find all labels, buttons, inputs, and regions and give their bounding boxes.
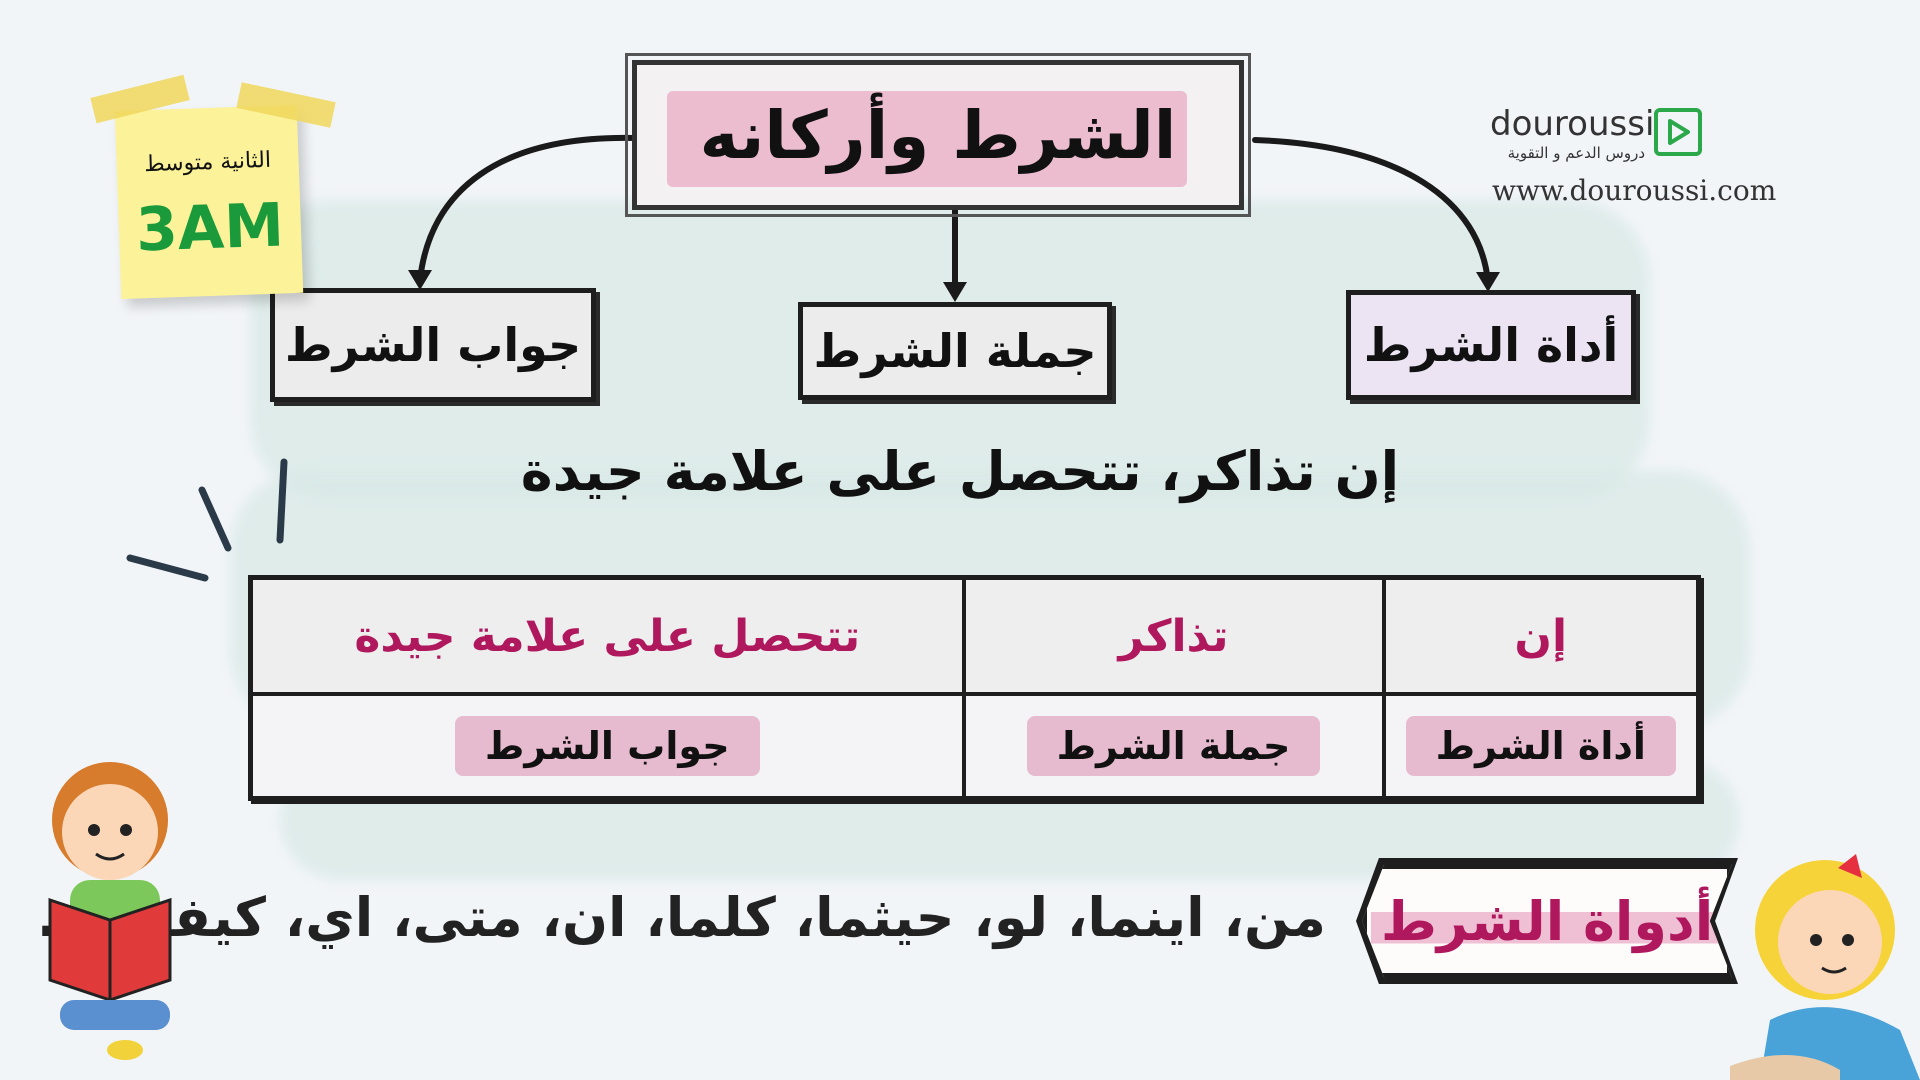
tool-label: أداة الشرط [1363,318,1619,372]
brand-url: www.douroussi.com [1492,174,1777,207]
sticky-note: الثانية متوسط 3AM [114,104,304,300]
page-title: الشرط وأركانه [699,96,1177,174]
boy-reading-illustration [48,762,172,1060]
title-box: الشرط وأركانه [625,53,1251,217]
girl-illustration [1730,854,1920,1080]
brand-logo: douroussi دروس الدعم و التقوية [1490,104,1710,164]
example-sentence: إن تذاكر، تتحصل على علامة جيدة [520,440,1400,503]
role-label: جواب الشرط [454,716,760,776]
answer-label: جواب الشرط [284,318,582,372]
title-highlight [667,91,1187,187]
table-cell: تتحصل على علامة جيدة [248,575,966,696]
table-row: إن تذاكر تتحصل على علامة جيدة [248,575,1701,696]
brand-tagline: دروس الدعم و التقوية [1507,144,1645,162]
clause-box: جملة الشرط [798,302,1112,400]
clause-label: جملة الشرط [813,324,1097,378]
tool-box: أداة الشرط [1346,290,1636,400]
table-cell: تذاكر [961,575,1386,696]
table-cell: إن [1381,575,1701,696]
tools-label: أدواة الشرط [1370,889,1724,953]
tools-tag: أدواة الشرط [1362,864,1732,978]
role-label: أداة الشرط [1405,716,1676,776]
table-cell: أداة الشرط [1381,692,1701,801]
level-code: 3AM [134,190,286,266]
level-label: الثانية متوسط [143,147,272,178]
table-row: أداة الشرط جملة الشرط جواب الشرط [248,692,1701,801]
role-label: جملة الشرط [1026,716,1321,776]
brand-name: douroussi [1490,104,1655,144]
table-cell: جملة الشرط [961,692,1386,801]
play-icon [1654,108,1702,156]
table-cell: جواب الشرط [248,692,966,801]
answer-box: جواب الشرط [270,288,596,402]
tools-list: من، اينما، لو، حيثما، كلما، ان، متى، اي،… [36,886,1326,949]
analysis-table: إن تذاكر تتحصل على علامة جيدة أداة الشرط… [248,575,1701,801]
